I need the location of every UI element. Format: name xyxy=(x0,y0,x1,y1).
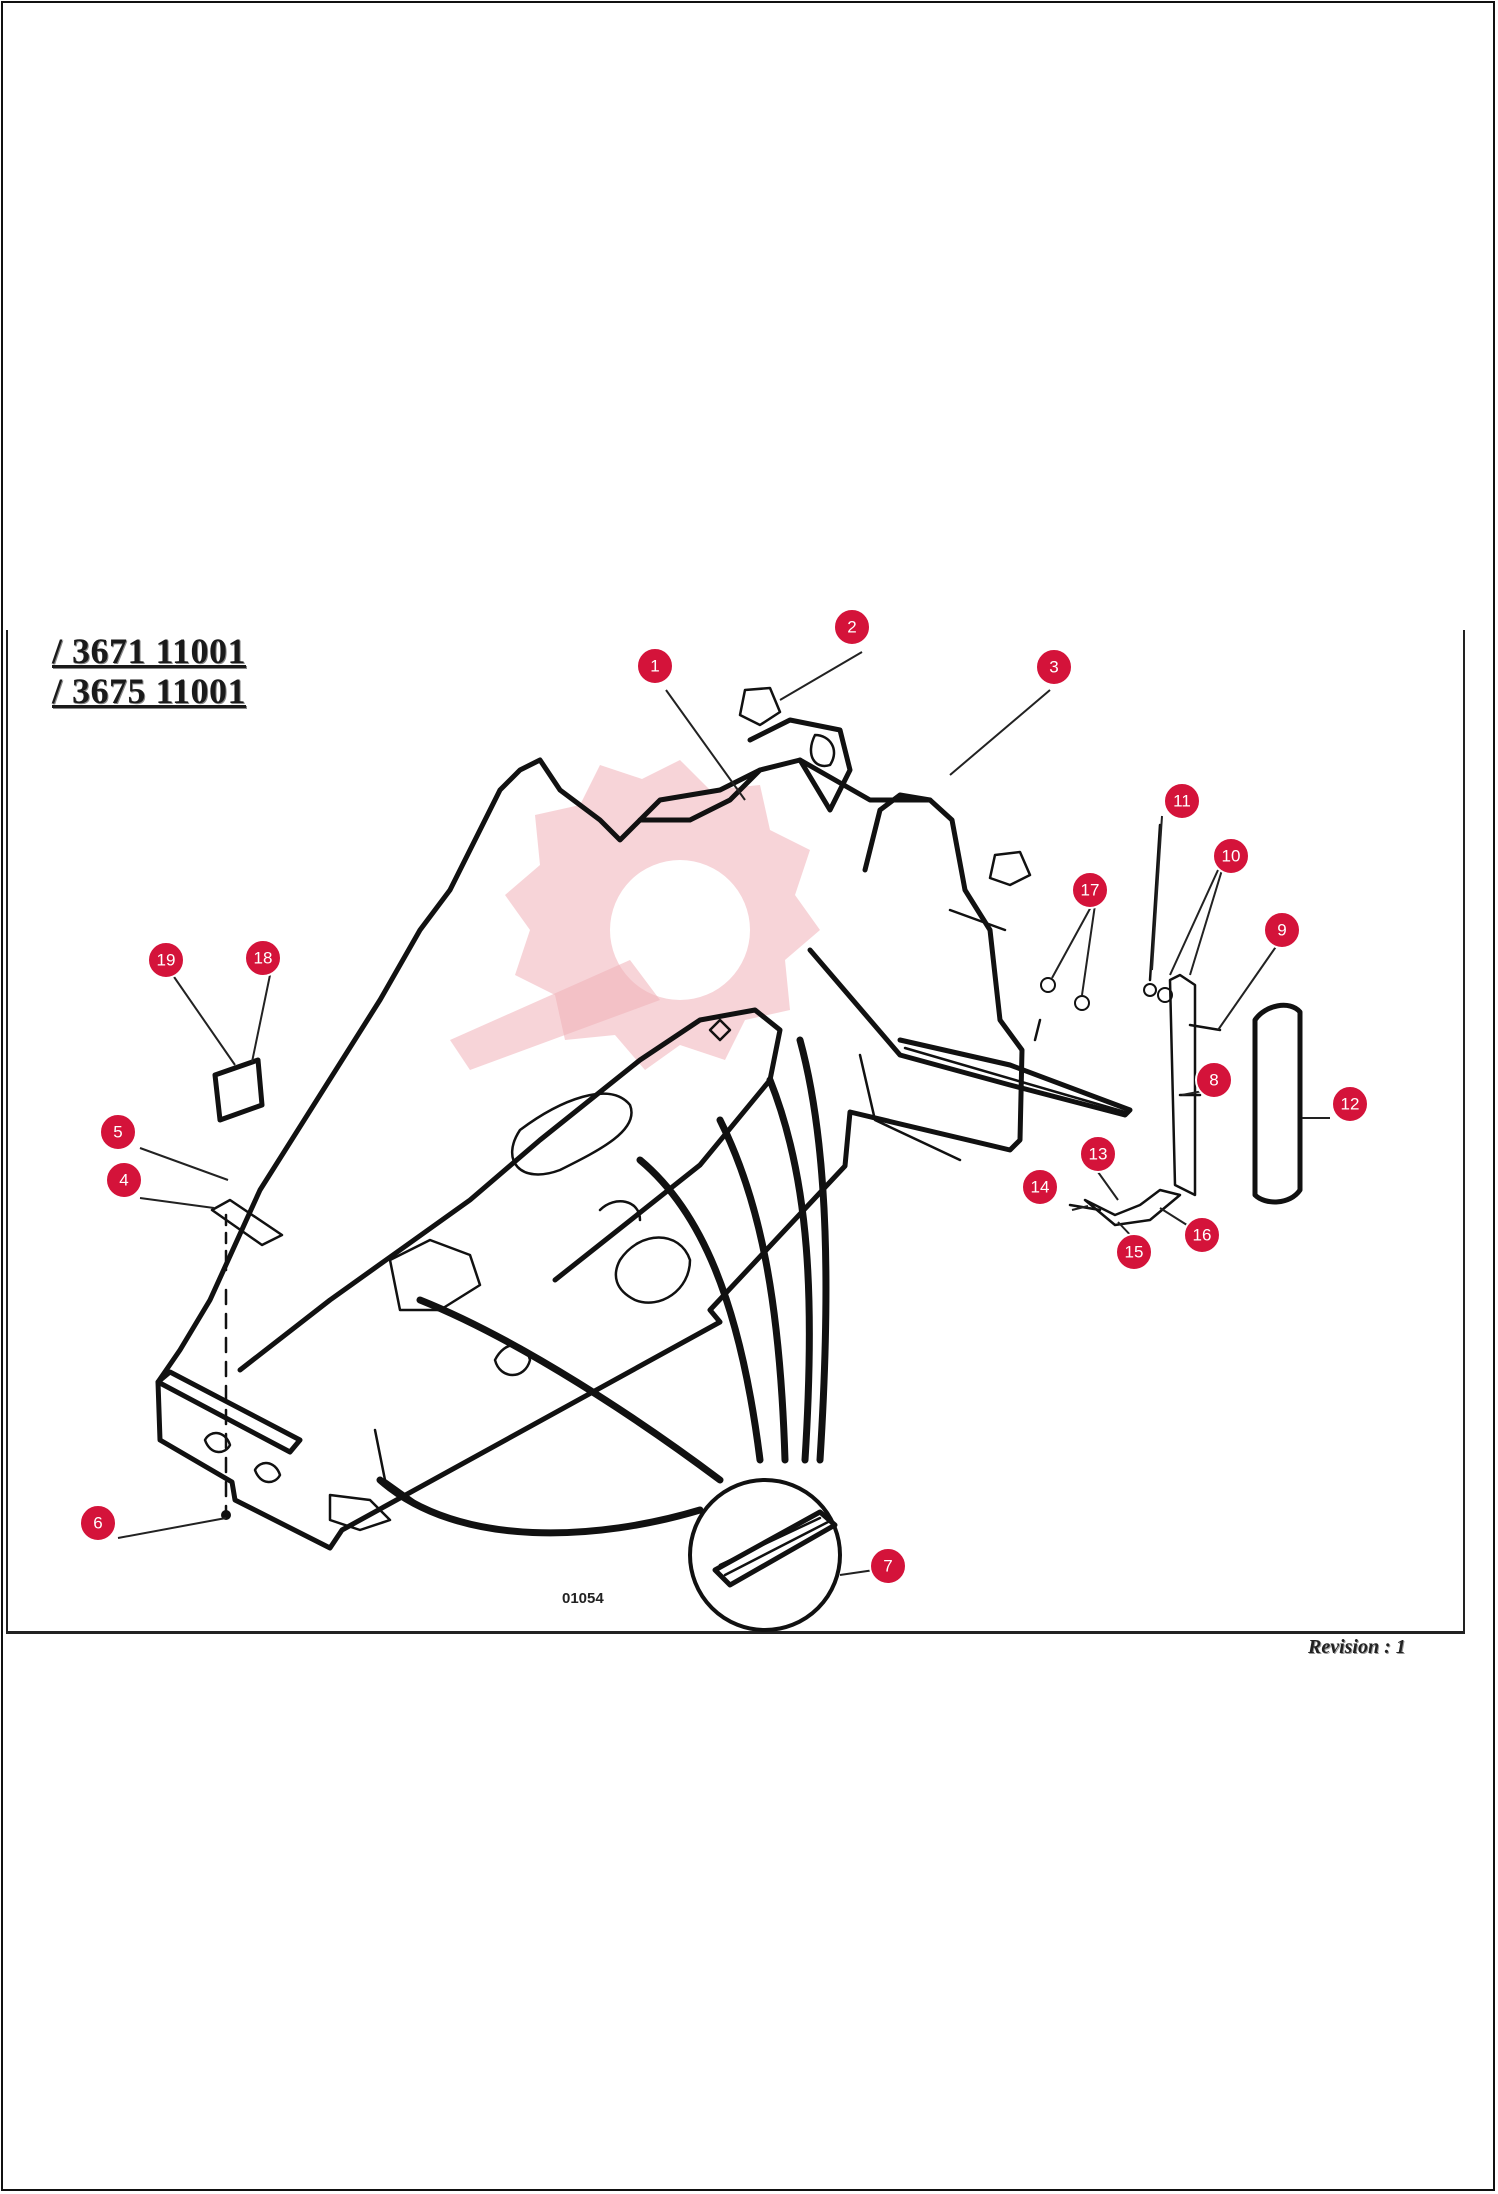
callout-16: 16 xyxy=(1183,1216,1221,1254)
callout-8: 8 xyxy=(1195,1061,1233,1099)
revision-label: Revision : 1 xyxy=(1308,1636,1406,1658)
hose-rail-detail xyxy=(688,1478,842,1632)
svg-text:10: 10 xyxy=(1222,847,1241,866)
svg-text:16: 16 xyxy=(1193,1226,1212,1245)
callout-13: 13 xyxy=(1079,1135,1117,1173)
callout-15: 15 xyxy=(1115,1233,1153,1271)
callout-7: 7 xyxy=(869,1547,907,1585)
callout-11: 11 xyxy=(1163,782,1201,820)
drawing-reference-number: 01054 xyxy=(562,1590,604,1607)
svg-text:18: 18 xyxy=(254,949,273,968)
svg-text:5: 5 xyxy=(113,1123,122,1142)
callout-14: 14 xyxy=(1021,1168,1059,1206)
callout-2: 2 xyxy=(833,608,871,646)
model-code-1: / 3671 11001 xyxy=(52,631,247,671)
callout-1: 1 xyxy=(636,647,674,685)
svg-text:7: 7 xyxy=(883,1557,892,1576)
svg-text:1: 1 xyxy=(650,657,659,676)
svg-text:14: 14 xyxy=(1031,1178,1050,1197)
svg-text:11: 11 xyxy=(1173,792,1191,811)
svg-text:8: 8 xyxy=(1209,1071,1218,1090)
drawing-frame xyxy=(6,630,1465,1634)
callout-17: 17 xyxy=(1071,871,1109,909)
step-plate xyxy=(210,1198,284,1520)
callout-6: 6 xyxy=(79,1504,117,1542)
callout-9: 9 xyxy=(1263,911,1301,949)
svg-text:2: 2 xyxy=(847,618,856,637)
svg-text:12: 12 xyxy=(1341,1095,1360,1114)
callout-4: 4 xyxy=(105,1161,143,1199)
svg-text:13: 13 xyxy=(1089,1145,1108,1164)
model-code-2: / 3675 11001 xyxy=(52,671,247,711)
svg-text:3: 3 xyxy=(1049,658,1058,677)
svg-text:9: 9 xyxy=(1277,921,1286,940)
callout-10: 10 xyxy=(1212,837,1250,875)
callout-19: 19 xyxy=(147,941,185,979)
callout-5: 5 xyxy=(99,1113,137,1151)
svg-text:6: 6 xyxy=(93,1514,102,1533)
svg-text:19: 19 xyxy=(157,951,176,970)
callout-3: 3 xyxy=(1035,648,1073,686)
svg-text:4: 4 xyxy=(119,1171,128,1190)
hydraulic-hoses xyxy=(376,1036,830,1537)
callout-12: 12 xyxy=(1331,1085,1369,1123)
loader-frame xyxy=(155,686,1133,1551)
callout-18: 18 xyxy=(244,939,282,977)
svg-text:15: 15 xyxy=(1125,1243,1144,1262)
watermark-gear-icon xyxy=(450,760,820,1070)
cover-plate xyxy=(212,1057,265,1123)
svg-text:17: 17 xyxy=(1081,881,1100,900)
leader-lines xyxy=(117,651,1330,1576)
